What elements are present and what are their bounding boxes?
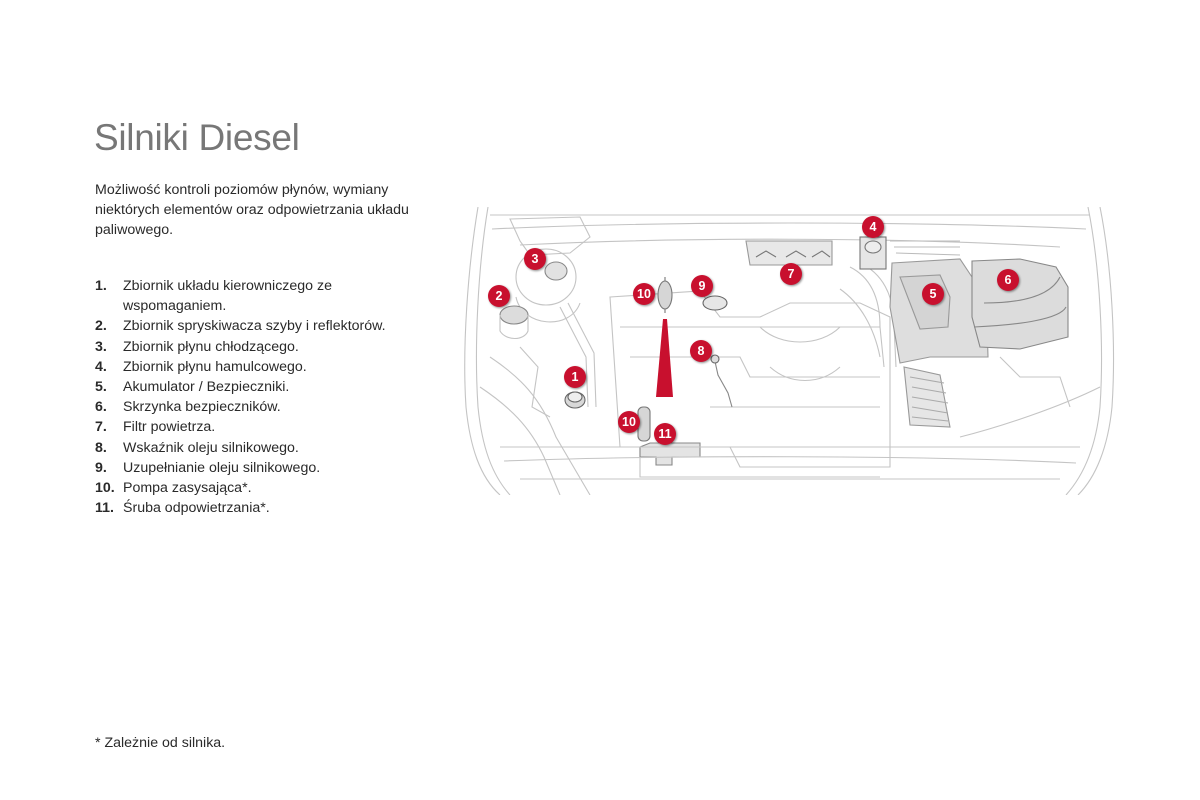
legend-number: 1. <box>95 278 107 294</box>
legend-item: 5. Akumulator / Bezpieczniki. <box>95 377 415 397</box>
engine-line-drawing <box>464 207 1115 495</box>
legend-text: Zbiornik płynu hamulcowego. <box>123 358 307 375</box>
callout-badge-3: 3 <box>524 248 546 270</box>
footnote: * Zależnie od silnika. <box>95 735 226 751</box>
legend-text: Śruba odpowietrzania*. <box>123 500 270 517</box>
callout-badge-8: 8 <box>690 340 712 362</box>
legend-text: Zbiornik spryskiwacza szyby i reflektoró… <box>123 318 386 335</box>
legend-text: Skrzynka bezpieczników. <box>123 399 281 416</box>
legend-text: Pompa zasysająca*. <box>123 480 252 497</box>
intro-paragraph: Możliwość kontroli poziomów płynów, wymi… <box>95 182 409 238</box>
legend-number: 7. <box>95 419 107 436</box>
legend-item: 7. Filtr powietrza. <box>95 417 415 437</box>
callout-badge-4: 4 <box>862 216 884 238</box>
legend-item: 3. Zbiornik płynu chłodzącego. <box>95 337 415 357</box>
legend-item: 11. Śruba odpowietrzania*. <box>95 498 415 518</box>
legend-number: 6. <box>95 399 107 416</box>
legend-number: 11. <box>95 500 114 517</box>
legend-item: 6. Skrzynka bezpieczników. <box>95 397 415 417</box>
legend-text: Wskaźnik oleju silnikowego. <box>123 439 299 456</box>
legend-item: 9. Uzupełnianie oleju silnikowego. <box>95 458 415 478</box>
callout-badge-9: 9 <box>691 275 713 297</box>
legend-text: Uzupełnianie oleju silnikowego. <box>123 459 321 476</box>
callout-badge-5: 5 <box>922 283 944 305</box>
callout-badge-11: 11 <box>654 423 676 445</box>
legend-number: 3. <box>95 338 107 355</box>
legend-text: Filtr powietrza. <box>123 419 216 436</box>
legend-number: 2. <box>95 318 107 335</box>
callout-badge-2: 2 <box>488 285 510 307</box>
legend-number: 4. <box>95 358 107 375</box>
legend-item: 4. Zbiornik płynu hamulcowego. <box>95 357 415 377</box>
page-title: Silniki Diesel <box>94 117 300 158</box>
legend-text: Zbiornik układu kierowniczego ze wspomag… <box>123 278 332 315</box>
callout-badge-10-upper: 10 <box>633 283 655 305</box>
legend-number: 8. <box>95 439 107 456</box>
legend-item: 2. Zbiornik spryskiwacza szyby i reflekto… <box>95 316 415 336</box>
legend-text: Akumulator / Bezpieczniki. <box>123 379 290 396</box>
legend-number: 9. <box>95 459 107 476</box>
legend-number: 10. <box>95 480 115 497</box>
legend-text: Zbiornik płynu chłodzącego. <box>123 338 299 355</box>
callout-badge-7: 7 <box>780 263 802 285</box>
callout-badge-6: 6 <box>997 269 1019 291</box>
engine-compartment-diagram: 1 2 3 4 5 6 7 8 9 10 10 11 <box>460 207 1118 495</box>
callout-badge-10-lower: 10 <box>618 411 640 433</box>
legend-number: 5. <box>95 379 107 396</box>
legend-item: 10. Pompa zasysająca*. <box>95 478 415 498</box>
component-legend: 1. Zbiornik układu kierowniczego ze wspom… <box>95 276 415 518</box>
callout-badge-1: 1 <box>564 366 586 388</box>
legend-item: 1. Zbiornik układu kierowniczego ze wspom… <box>95 276 415 316</box>
legend-item: 8. Wskaźnik oleju silnikowego. <box>95 438 415 458</box>
